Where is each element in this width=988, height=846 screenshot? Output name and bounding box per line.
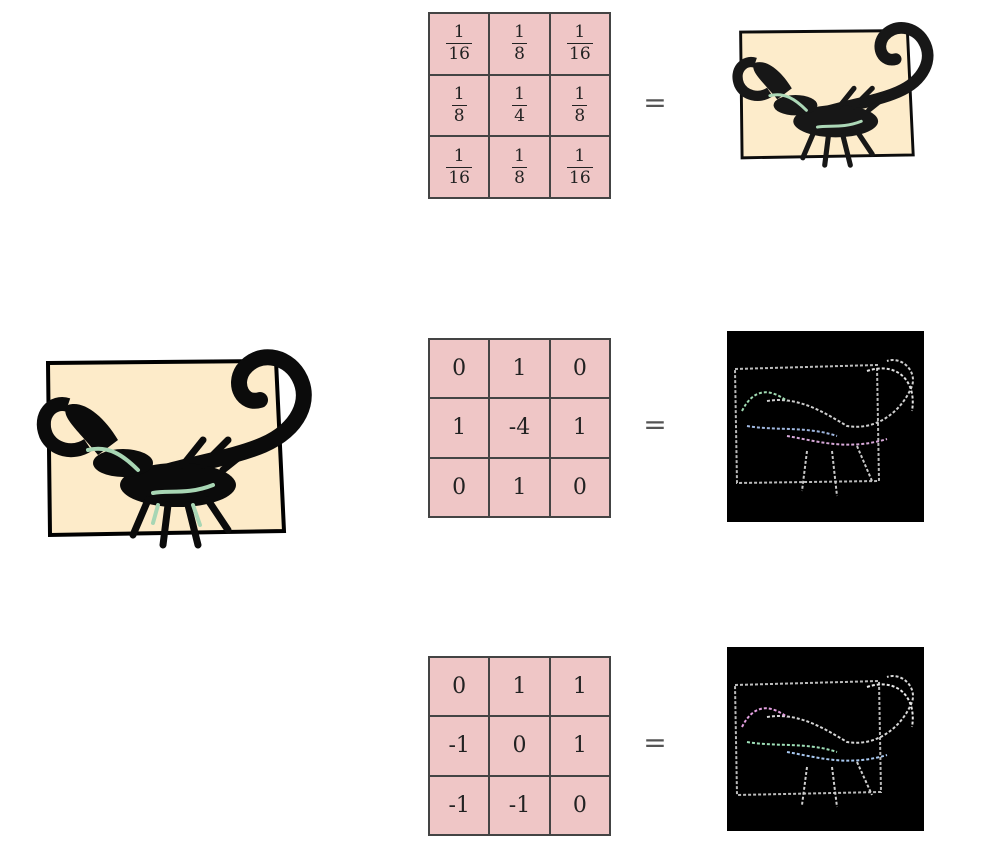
equals-sign: = bbox=[643, 86, 667, 119]
kernel-cell: 1 bbox=[549, 657, 610, 717]
diagonal-edge-image bbox=[727, 647, 924, 831]
kernel-cell: 0 bbox=[429, 657, 490, 717]
kernel-cell: 1 bbox=[429, 398, 490, 458]
kernel-cell: 1 bbox=[549, 716, 610, 776]
kernel-cell: 1 bbox=[489, 657, 550, 717]
kernel-cell: 0 bbox=[549, 457, 610, 517]
equals-sign: = bbox=[643, 408, 667, 441]
equals-sign: = bbox=[643, 726, 667, 759]
kernel-cell: 0 bbox=[429, 339, 490, 399]
blurred-scorpion-image bbox=[732, 22, 934, 168]
laplacian-kernel-grid: 0 1 0 1 -4 1 0 1 0 bbox=[428, 338, 611, 518]
kernel-cell: -1 bbox=[429, 775, 490, 835]
scorpion-icon bbox=[36, 349, 312, 549]
edge-map-icon bbox=[733, 675, 914, 808]
diagonal-kernel-grid: 0 1 1 -1 0 1 -1 -1 0 bbox=[428, 656, 611, 836]
kernel-cell: -1 bbox=[489, 775, 550, 835]
input-scorpion-image bbox=[36, 349, 312, 549]
kernel-cell: -1 bbox=[429, 716, 490, 776]
kernel-cell: 1 bbox=[489, 339, 550, 399]
kernel-cell: 0 bbox=[549, 339, 610, 399]
kernel-cell: 0 bbox=[429, 457, 490, 517]
kernel-cell: 1 bbox=[489, 457, 550, 517]
blurred-scorpion-icon bbox=[732, 22, 934, 168]
laplacian-edge-image bbox=[727, 331, 924, 522]
kernel-cell: 0 bbox=[489, 716, 550, 776]
kernel-cell: -4 bbox=[489, 398, 550, 458]
kernel-cell: 0 bbox=[549, 775, 610, 835]
edge-map-icon bbox=[733, 359, 914, 497]
kernel-cell: 1 bbox=[549, 398, 610, 458]
